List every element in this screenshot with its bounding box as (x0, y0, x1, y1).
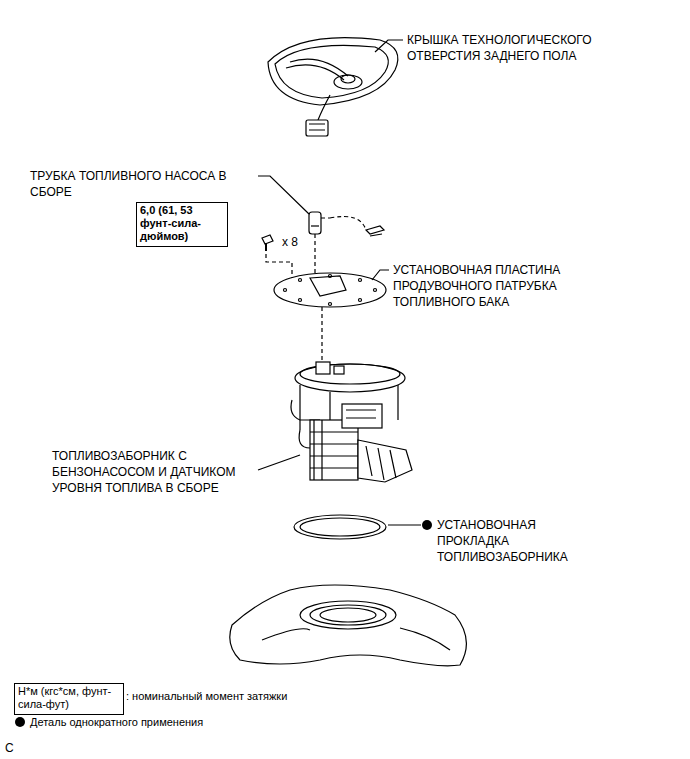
torque-box: 6,0 (61, 53 фунт-сила-дюймов) (136, 202, 228, 247)
part-name: УСТАНОВОЧНАЯ ПЛАСТИНА ПРОДУВОЧНОГО ПАТРУ… (393, 262, 603, 310)
box-text: Н*м (кгс*см, фунт-сила-фут) (18, 685, 120, 711)
box-text: 6,0 (61, 53 фунт-сила-дюймов) (140, 204, 224, 243)
legend-dot (15, 717, 25, 727)
single-use-dot (422, 520, 432, 530)
legend-text: : номинальный момент затяжки (126, 688, 386, 704)
part-name: ТОПЛИВОЗАБОРНИК С БЕНЗОНАСОСОМ И ДАТЧИКО… (52, 448, 257, 496)
figure-code: C (5, 740, 25, 756)
part-name: КРЫШКА ТЕХНОЛОГИЧЕСКОГО ОТВЕРСТИЯ ЗАДНЕГ… (407, 32, 637, 64)
legend-torque-box: Н*м (кгс*см, фунт-сила-фут) (14, 683, 124, 715)
legend-text: Деталь однократного применения (30, 714, 330, 730)
part-name: ТРУБКА ТОПЛИВНОГО НАСОСА В СБОРЕ (30, 168, 262, 200)
quantity: x 8 (282, 234, 322, 250)
part-name: УСТАНОВОЧНАЯ ПРОКЛАДКА ТОПЛИВОЗАБОРНИКА (437, 517, 587, 565)
